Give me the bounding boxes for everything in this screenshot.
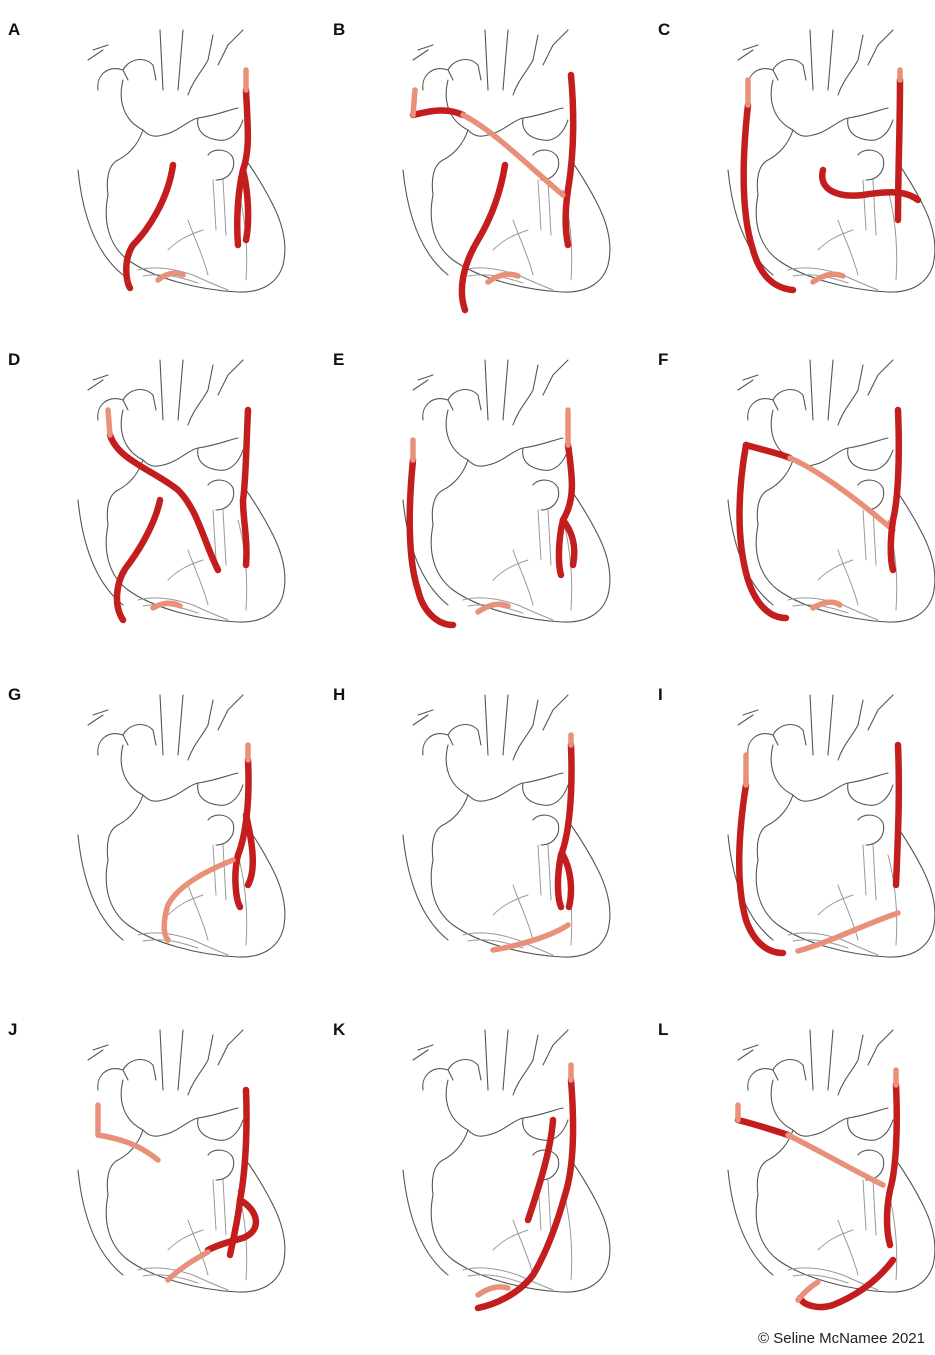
graft-path-light	[475, 1284, 511, 1298]
graft-path	[887, 406, 903, 574]
heart-drawing	[402, 29, 611, 314]
heart-drawing	[77, 29, 286, 293]
panel-label: D	[8, 350, 21, 369]
panel-d: D	[8, 350, 318, 680]
heart-drawing	[77, 1029, 286, 1293]
graft-path	[406, 456, 457, 629]
panel-k: K	[333, 1020, 643, 1350]
graft-path	[524, 1116, 557, 1224]
graft-path	[239, 406, 252, 569]
heart-drawing	[77, 694, 286, 958]
graft-path	[239, 166, 252, 244]
heart-drawing	[727, 29, 935, 294]
panel-b: B	[333, 20, 643, 350]
graft-path	[736, 781, 787, 957]
graft-path-light	[161, 857, 236, 943]
graft-path	[559, 851, 575, 911]
graft-path	[883, 1081, 900, 1249]
graft-path-light	[165, 1249, 211, 1283]
graft-path-light	[795, 910, 901, 954]
graft-path	[742, 441, 794, 462]
heart-drawing	[727, 359, 935, 623]
graft-path	[458, 161, 509, 314]
graft-path-light	[410, 87, 418, 118]
panel-label: A	[8, 20, 21, 39]
heart-drawing	[727, 1029, 935, 1311]
graft-path	[736, 441, 790, 622]
panel-f: F	[658, 350, 935, 680]
graft-path	[113, 496, 164, 624]
graft-path-light	[105, 407, 113, 438]
panel-label: C	[658, 20, 671, 39]
graft-path	[734, 1116, 792, 1139]
graft-path	[232, 756, 252, 911]
graft-path-light	[460, 112, 566, 198]
graft-path	[226, 1086, 250, 1259]
panel-c: C	[658, 20, 935, 350]
graft-path-light	[810, 271, 846, 285]
panel-label: J	[8, 1020, 18, 1039]
panel-label: I	[658, 685, 663, 704]
graft-path	[819, 166, 922, 204]
graft-path	[892, 741, 903, 889]
graft-path-light	[787, 455, 896, 533]
graft-path	[796, 1256, 897, 1311]
panel-j: J	[8, 1020, 318, 1350]
graft-path-light	[475, 601, 511, 615]
graft-path-light	[150, 600, 183, 611]
graft-path	[123, 161, 177, 292]
heart-drawing	[402, 359, 611, 629]
graft-path	[474, 1076, 577, 1312]
panel-label: F	[658, 350, 669, 369]
heart-drawing	[402, 694, 611, 958]
graft-path-light	[810, 599, 843, 611]
panel-a: A	[8, 20, 318, 350]
graft-path-light	[485, 271, 521, 285]
heart-drawing	[727, 694, 935, 958]
panel-label: G	[8, 685, 22, 704]
panel-i: I	[658, 685, 935, 1015]
heart-drawing	[402, 1029, 611, 1312]
graft-path-light	[95, 1132, 161, 1163]
graft-path-light	[795, 1279, 821, 1303]
panel-label: B	[333, 20, 346, 39]
panel-h: H	[333, 685, 643, 1015]
panel-l: L	[658, 1020, 935, 1350]
copyright-text: © Seline McNamee 2021	[758, 1330, 925, 1347]
graft-path	[204, 1196, 259, 1254]
panel-e: E	[333, 350, 643, 680]
graft-path	[409, 107, 467, 119]
graft-path	[894, 76, 904, 224]
graft-path	[562, 71, 577, 249]
panel-g: G	[8, 685, 318, 1015]
graft-path-light	[785, 1132, 886, 1188]
graft-path	[559, 516, 578, 569]
graft-path	[740, 101, 797, 294]
graft-path	[242, 811, 257, 889]
panel-label: E	[333, 350, 345, 369]
panel-label: K	[333, 1020, 346, 1039]
heart-drawing	[77, 359, 286, 624]
graft-path-light	[155, 270, 186, 283]
panel-label: H	[333, 685, 346, 704]
graft-path-light	[490, 922, 571, 953]
panel-label: L	[658, 1020, 669, 1039]
graft-path	[106, 431, 222, 574]
